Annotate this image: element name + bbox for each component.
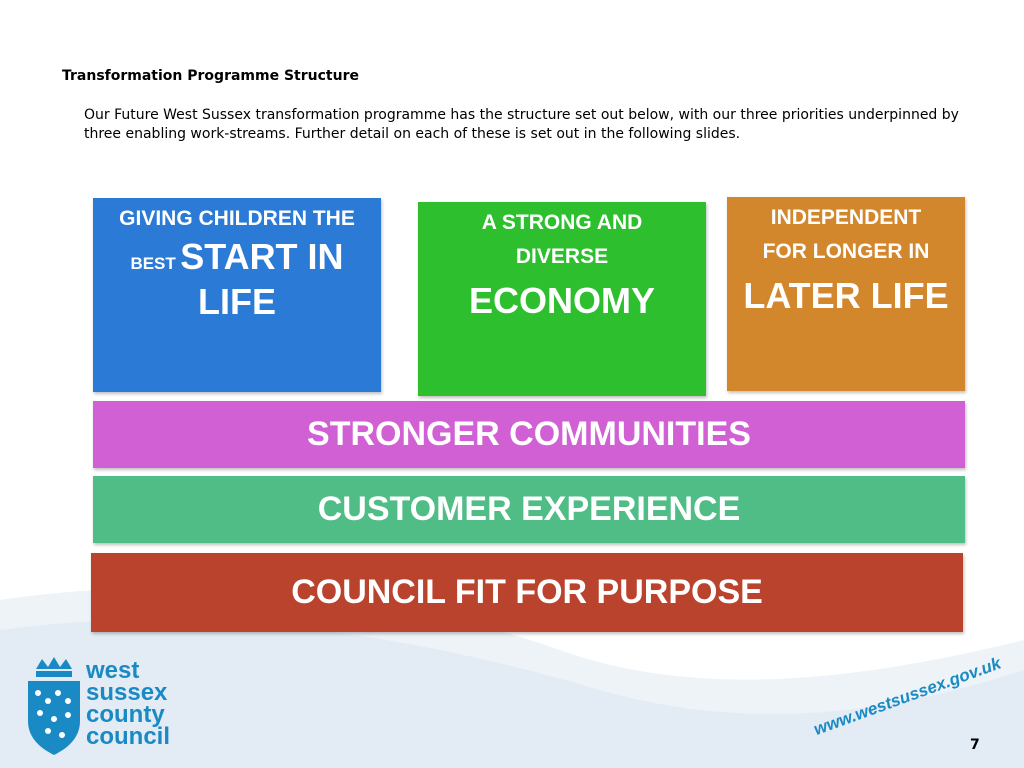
priority-children-small: BEST xyxy=(130,254,176,273)
workstream-council-fit: COUNCIL FIT FOR PURPOSE xyxy=(91,553,963,632)
priority-economy-line3: ECONOMY xyxy=(468,280,655,321)
slide-title: Transformation Programme Structure xyxy=(62,68,359,84)
logo-line: county xyxy=(86,701,165,728)
priority-children-large: START IN xyxy=(180,236,344,277)
priority-later-life-line3: LATER LIFE xyxy=(743,275,949,316)
priority-later-life-line1: INDEPENDENT xyxy=(770,206,922,229)
priority-children-line3: LIFE xyxy=(198,281,276,322)
priority-children: GIVING CHILDREN THE BEST START IN LIFE xyxy=(93,198,381,392)
priority-children-line1: GIVING CHILDREN THE xyxy=(119,207,355,230)
priority-later-life: INDEPENDENT FOR LONGER IN LATER LIFE xyxy=(727,197,965,391)
page-number: 7 xyxy=(970,737,980,753)
priority-economy: A STRONG AND DIVERSE ECONOMY xyxy=(418,202,706,396)
priority-economy-line2: DIVERSE xyxy=(515,245,609,268)
priority-economy-line1: A STRONG AND xyxy=(481,211,643,234)
priority-later-life-line2: FOR LONGER IN xyxy=(762,240,930,263)
council-logo-text: west sussex county council xyxy=(86,657,171,750)
workstream-label: CUSTOMER EXPERIENCE xyxy=(317,490,741,528)
workstream-label: STRONGER COMMUNITIES xyxy=(307,415,751,453)
workstream-customer-experience: CUSTOMER EXPERIENCE xyxy=(93,476,965,543)
logo-line: sussex xyxy=(86,679,168,706)
intro-text: Our Future West Sussex transformation pr… xyxy=(84,107,959,142)
logo-line: west xyxy=(86,657,140,684)
background-wave xyxy=(0,588,1024,768)
logo-line: council xyxy=(86,723,171,750)
workstream-label: COUNCIL FIT FOR PURPOSE xyxy=(291,573,763,611)
workstream-stronger-communities: STRONGER COMMUNITIES xyxy=(93,401,965,468)
crest-icon xyxy=(28,657,80,755)
